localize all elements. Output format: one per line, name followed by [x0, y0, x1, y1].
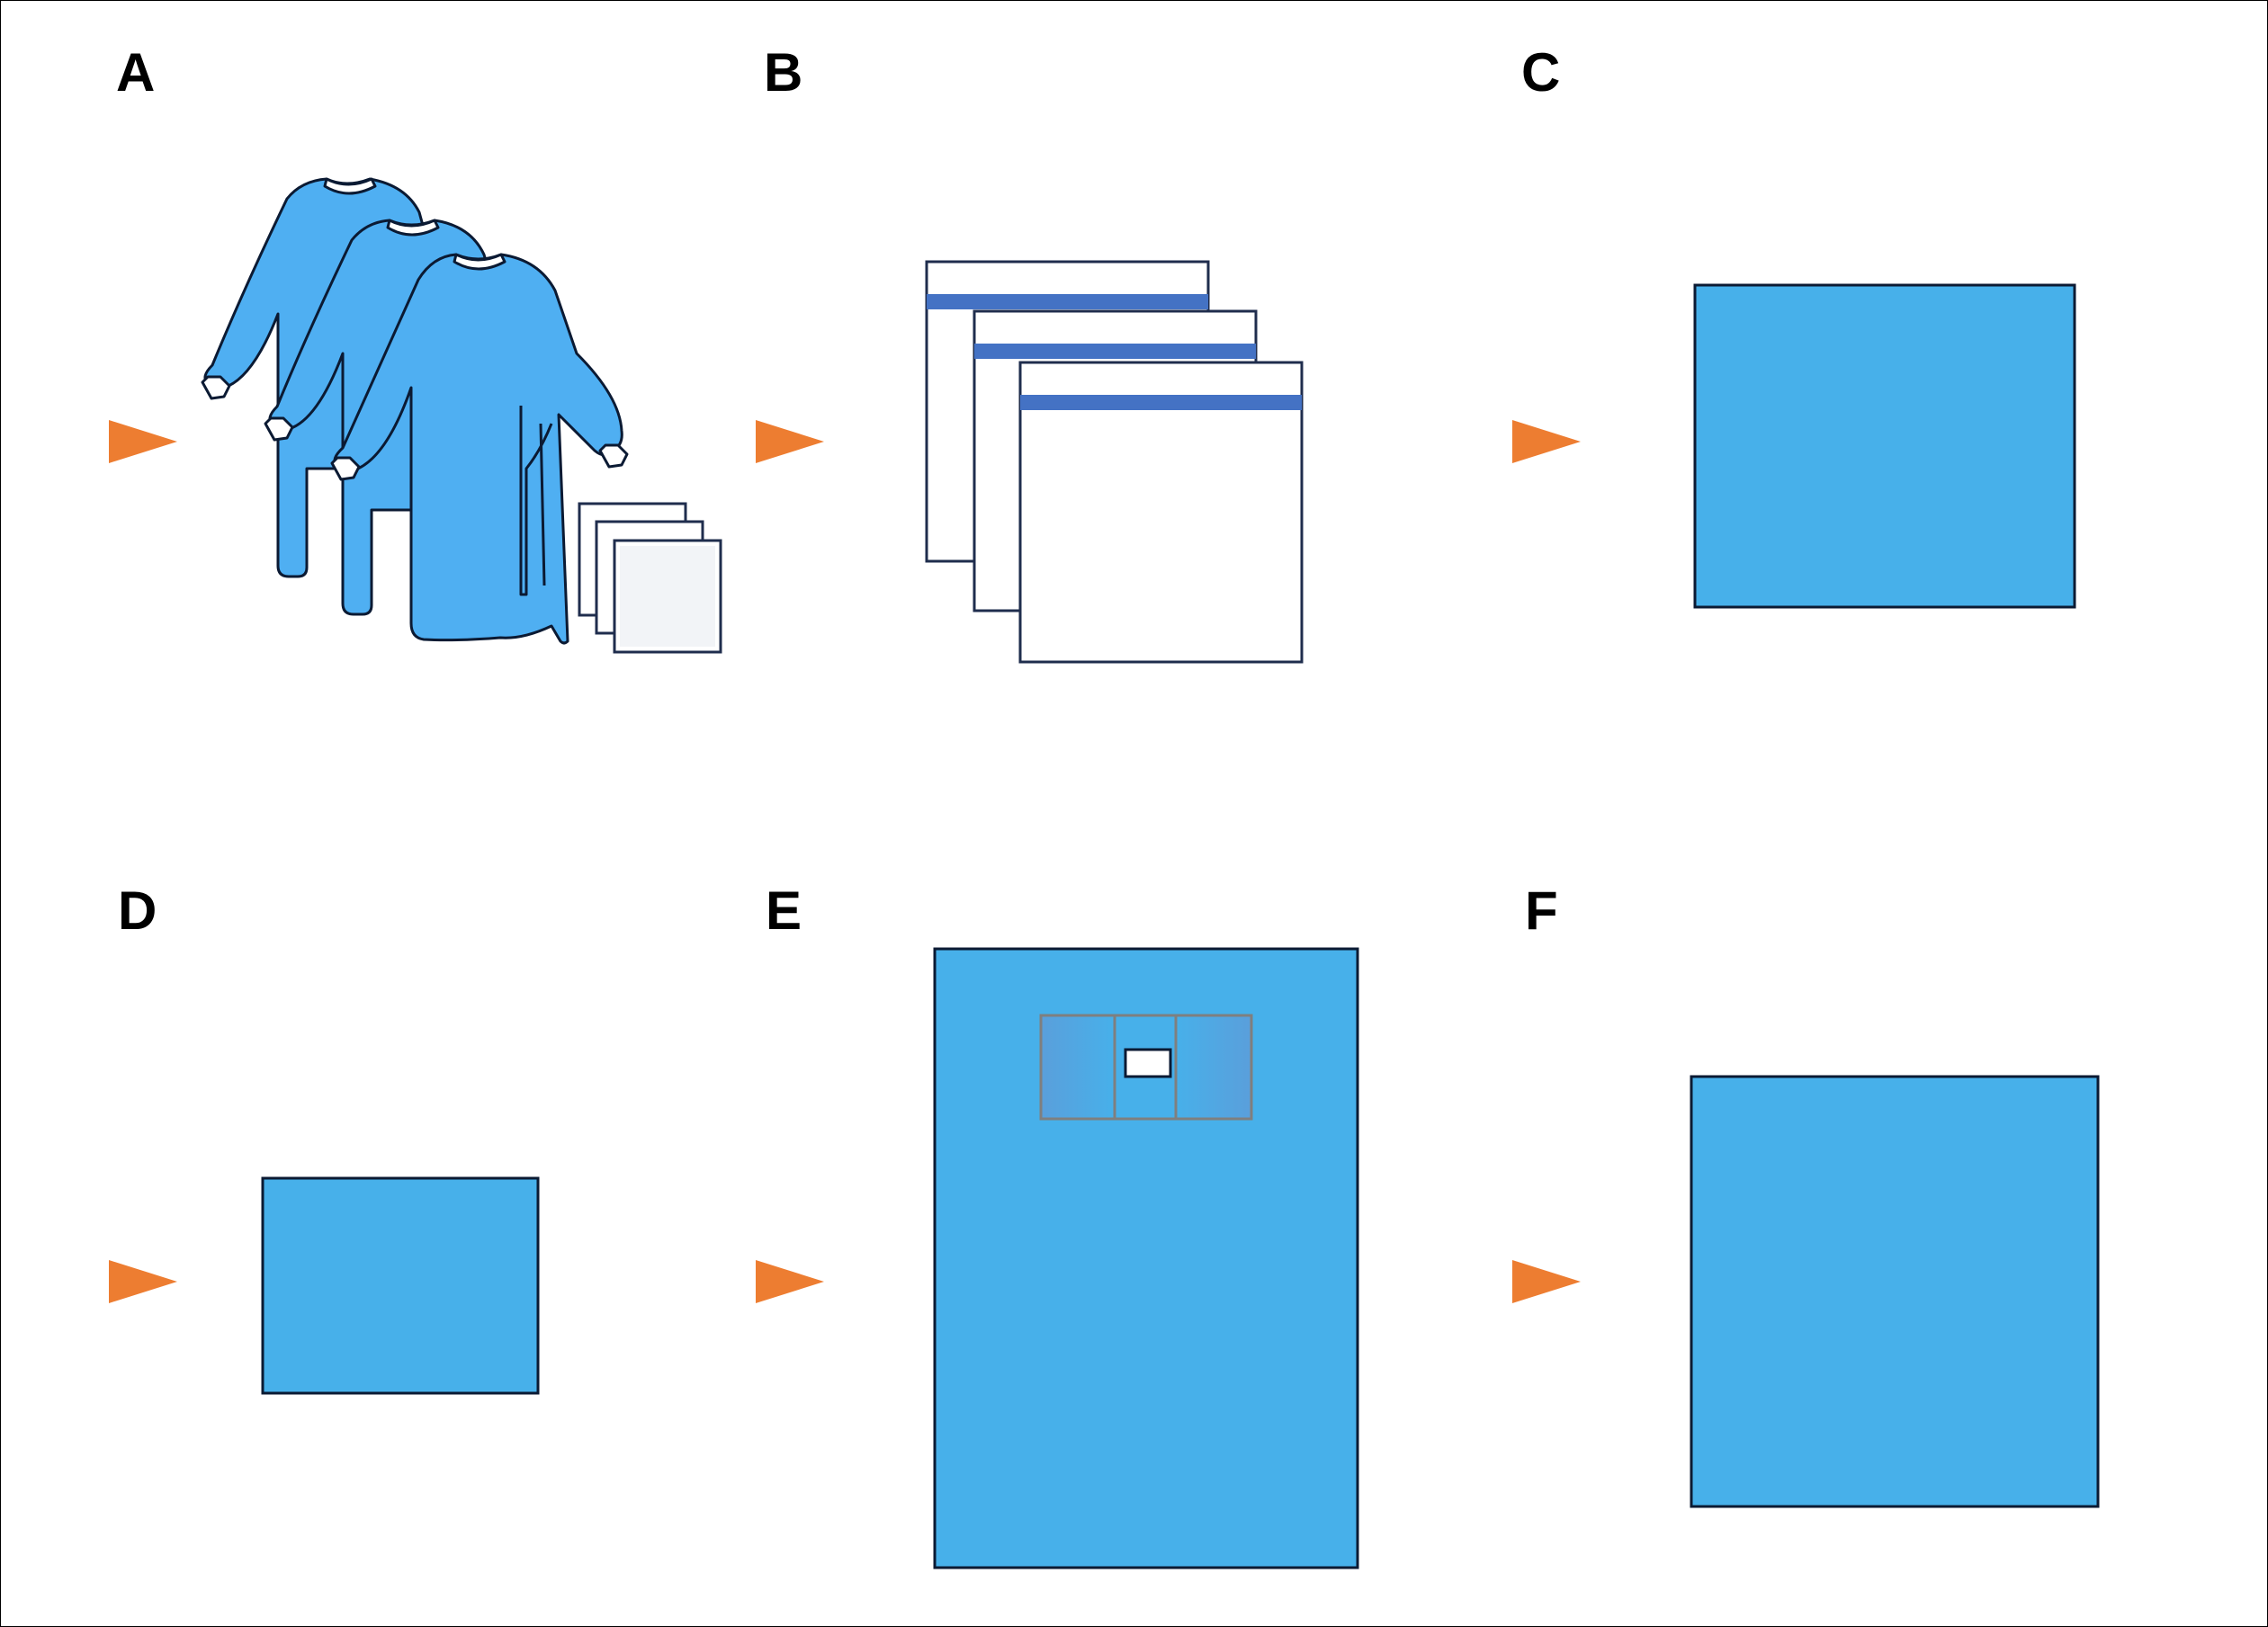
panel-b-marker-icon [756, 420, 824, 463]
panel-a-marker-icon [109, 420, 177, 463]
panel-f-marker-icon [1512, 1260, 1581, 1303]
panel-e-marker-icon [756, 1260, 824, 1303]
towel-stack-illustration [925, 260, 1304, 664]
drape-sheet-illustration [1693, 283, 2076, 609]
fenestrated-drape-illustration [933, 947, 1359, 1569]
fenestration-opening [1124, 1048, 1172, 1078]
panel-a-label: A [116, 42, 156, 103]
panel-d-label: D [118, 881, 157, 941]
gown-front [330, 253, 629, 645]
square-drape-illustration [1690, 1075, 2100, 1508]
panel-b-label: B [764, 42, 803, 103]
panel-f-label: F [1525, 881, 1558, 941]
panel-c-marker-icon [1512, 420, 1581, 463]
surgical-gown-set-illustration [201, 177, 722, 654]
panel-c-label: C [1521, 42, 1561, 103]
panel-d-marker-icon [109, 1260, 177, 1303]
panel-e-label: E [766, 881, 802, 941]
hand-towels [578, 502, 722, 654]
small-drape-illustration [261, 1176, 540, 1395]
towel-front [1018, 361, 1304, 664]
